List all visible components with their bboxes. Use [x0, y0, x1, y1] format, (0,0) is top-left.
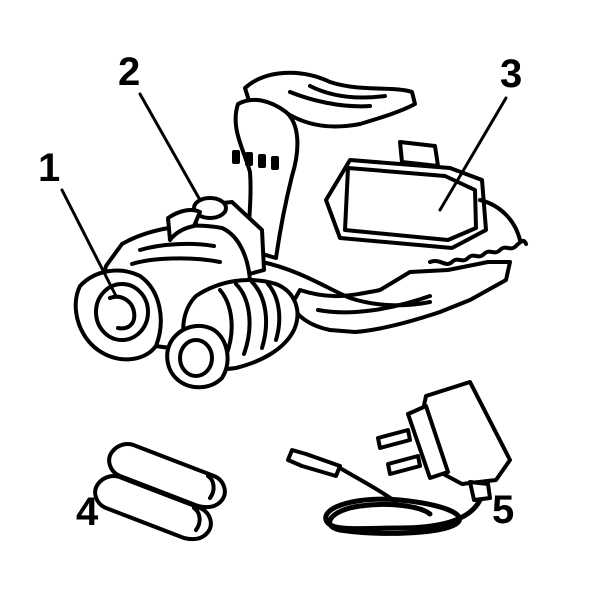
small-lamp-lens: [178, 338, 214, 378]
charger-dc-plug: [286, 448, 342, 478]
leader-line-3: [438, 96, 508, 212]
callout-5-charger: 5: [492, 488, 515, 532]
headband-front-strap: [166, 208, 202, 242]
callout-2-switch: 2: [118, 50, 141, 94]
battery-case-clip: [398, 140, 440, 168]
headband-rear-stitch: [316, 198, 522, 315]
charger-strain-relief: [468, 480, 492, 502]
leader-lines: [60, 92, 508, 298]
switch-button: [192, 196, 228, 220]
callout-4-batteries: 4: [76, 490, 99, 534]
callout-3-battery-case: 3: [500, 52, 523, 96]
charger-prong-1: [376, 428, 412, 450]
main-lamp-reflector: [108, 294, 137, 331]
main-lamp-rib: [130, 241, 222, 266]
battery-bottom: [93, 474, 213, 542]
charger-icon: [286, 380, 512, 536]
battery-icon: [93, 442, 227, 542]
charger-cable-coil: [323, 496, 483, 536]
main-lamp-lens: [94, 282, 150, 342]
headband-rear-strap: [290, 260, 512, 334]
lamp-cable: [260, 260, 432, 308]
small-lamp-ribs: [218, 280, 282, 358]
battery-case-body: [324, 158, 488, 250]
charger-prong-2: [386, 454, 422, 476]
vent-slots: [232, 150, 279, 170]
headlamp-icon: [73, 70, 528, 390]
charger-cable-lead: [338, 466, 398, 504]
leader-line-2: [138, 92, 202, 202]
leader-line-1: [60, 188, 118, 298]
headband-top-inner: [288, 84, 387, 109]
callout-1-headlamp: 1: [38, 146, 61, 190]
charger-plug-face: [406, 404, 450, 480]
battery-case-inset: [343, 166, 478, 242]
coiled-cable: [428, 238, 528, 266]
